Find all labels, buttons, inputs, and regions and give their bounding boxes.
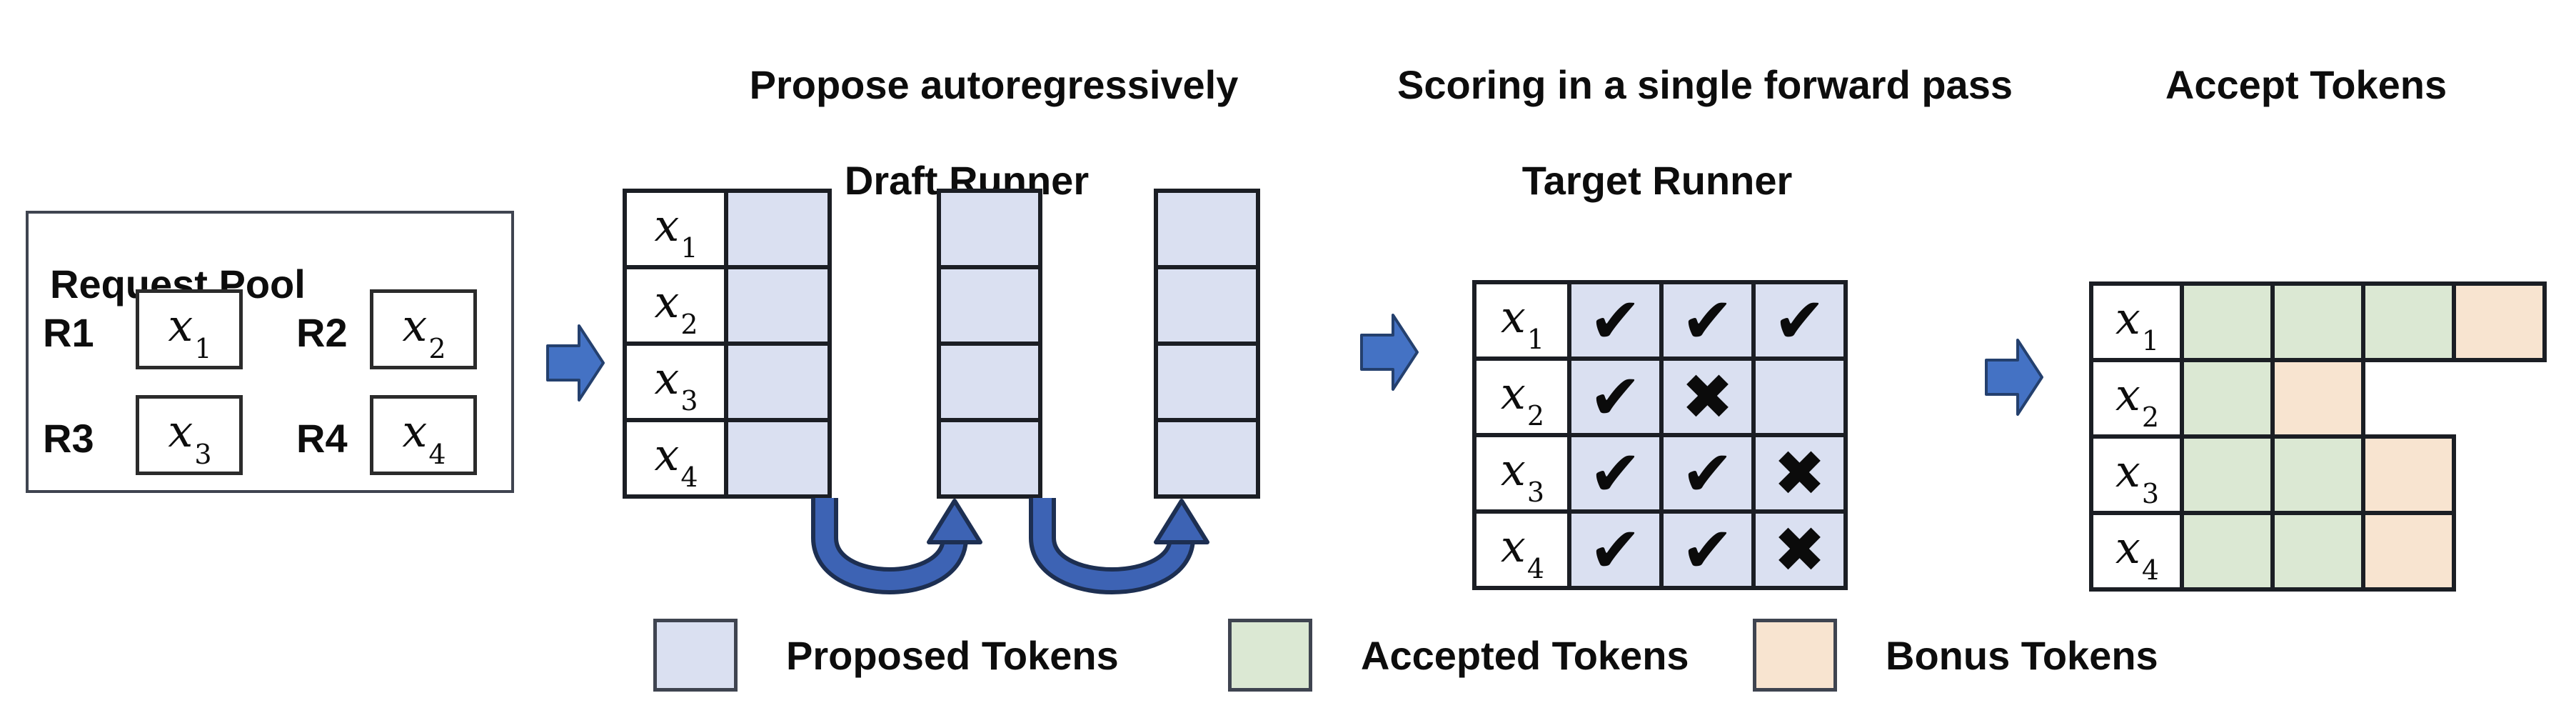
legend-label-accepted: Accepted Tokens: [1361, 632, 1689, 678]
draft-proposal-column: [937, 189, 1042, 499]
accept-row-label-x2: x2: [2093, 362, 2180, 434]
request-id-r1: R1: [43, 310, 94, 355]
proposed-token-cell: [941, 193, 1038, 265]
target-row-label-x1: x1: [1476, 284, 1567, 357]
proposed-token-cell: [728, 346, 827, 418]
scoring-title: Scoring in a single forward pass: [1397, 62, 2013, 107]
accepted-token-cell: [2275, 286, 2361, 358]
check-icon: ✔: [1664, 284, 1751, 357]
check-icon: ✔: [1664, 514, 1751, 586]
check-icon: ✔: [1571, 437, 1659, 509]
cross-icon: ✖: [1664, 361, 1751, 433]
request-id-r4: R4: [296, 416, 348, 461]
accept-row: x1: [2089, 281, 2547, 362]
target-row-label-x2: x2: [1476, 361, 1567, 433]
legend-label-bonus: Bonus Tokens: [1886, 632, 2158, 678]
draft-row-label-x1: x1: [627, 193, 724, 265]
request-pool-box: Request Pool R1 x1 R2 x2 R3 x3 R4 x4: [26, 211, 514, 493]
bonus-tokens-swatch: [1753, 619, 1837, 692]
token-box-x4: x4: [370, 395, 477, 475]
check-icon: ✔: [1664, 437, 1751, 509]
accept-tokens-title: Accept Tokens: [2165, 62, 2447, 107]
proposed-token-cell: [728, 269, 827, 341]
draft-proposal-column: [1154, 189, 1260, 499]
target-row-label-x3: x3: [1476, 437, 1567, 509]
draft-row-label-x2: x2: [627, 269, 724, 341]
cross-icon: ✖: [1756, 514, 1843, 586]
legend-item-proposed: Proposed Tokens: [653, 619, 1119, 692]
accept-row: x3: [2089, 434, 2456, 515]
accept-row: x4: [2089, 511, 2456, 592]
accepted-token-cell: [2184, 439, 2270, 511]
token-box-x3: x3: [136, 395, 243, 475]
bonus-token-cell: [2456, 286, 2542, 358]
empty-score-cell: [1756, 361, 1843, 433]
proposed-token-cell: [1158, 346, 1256, 418]
token-box-x1: x1: [136, 289, 243, 369]
accepted-token-cell: [2184, 362, 2270, 434]
check-icon: ✔: [1571, 514, 1659, 586]
accept-row-label-x4: x4: [2093, 515, 2180, 587]
legend-item-accepted: Accepted Tokens: [1228, 619, 1689, 692]
flow-arrow-icon-1: [546, 324, 605, 402]
proposed-token-cell: [941, 269, 1038, 341]
draft-row-label-x4: x4: [627, 422, 724, 494]
bonus-token-cell: [2275, 362, 2361, 434]
loop-arrow-icon: [811, 498, 1209, 594]
proposed-token-cell: [941, 422, 1038, 494]
target-scoring-table: x1✔✔✔x2✔✖x3✔✔✖x4✔✔✖: [1472, 280, 1848, 590]
proposed-token-cell: [941, 346, 1038, 418]
accepted-token-cell: [2365, 286, 2452, 358]
proposed-token-cell: [1158, 193, 1256, 265]
legend-label-proposed: Proposed Tokens: [786, 632, 1119, 678]
check-icon: ✔: [1571, 284, 1659, 357]
proposed-token-cell: [1158, 422, 1256, 494]
bonus-token-cell: [2365, 515, 2452, 587]
accepted-token-cell: [2275, 439, 2361, 511]
propose-title: Propose autoregressively: [749, 62, 1239, 107]
legend-item-bonus: Bonus Tokens: [1753, 619, 2158, 692]
request-id-r3: R3: [43, 416, 94, 461]
token-x2: x2: [402, 299, 446, 364]
draft-row-label-x3: x3: [627, 346, 724, 418]
proposed-token-cell: [1158, 269, 1256, 341]
token-x3: x3: [168, 405, 212, 470]
flow-arrow-icon-2: [1360, 314, 1419, 391]
token-box-x2: x2: [370, 289, 477, 369]
cross-icon: ✖: [1756, 437, 1843, 509]
accepted-token-cell: [2275, 515, 2361, 587]
accepted-token-cell: [2184, 515, 2270, 587]
target-runner-title: Target Runner: [1521, 158, 1793, 203]
accepted-token-cell: [2184, 286, 2270, 358]
accept-row-label-x3: x3: [2093, 439, 2180, 511]
accept-row: x2: [2089, 358, 2365, 439]
target-row-label-x4: x4: [1476, 514, 1567, 586]
proposed-token-cell: [728, 193, 827, 265]
bonus-token-cell: [2365, 439, 2452, 511]
check-icon: ✔: [1756, 284, 1843, 357]
accept-row-label-x1: x1: [2093, 286, 2180, 358]
proposed-token-cell: [728, 422, 827, 494]
request-id-r2: R2: [296, 310, 348, 355]
token-x1: x1: [168, 299, 212, 364]
flow-arrow-icon-3: [1985, 339, 2043, 416]
check-icon: ✔: [1571, 361, 1659, 433]
token-x4: x4: [402, 405, 446, 470]
accepted-tokens-swatch: [1228, 619, 1312, 692]
proposed-tokens-swatch: [653, 619, 738, 692]
